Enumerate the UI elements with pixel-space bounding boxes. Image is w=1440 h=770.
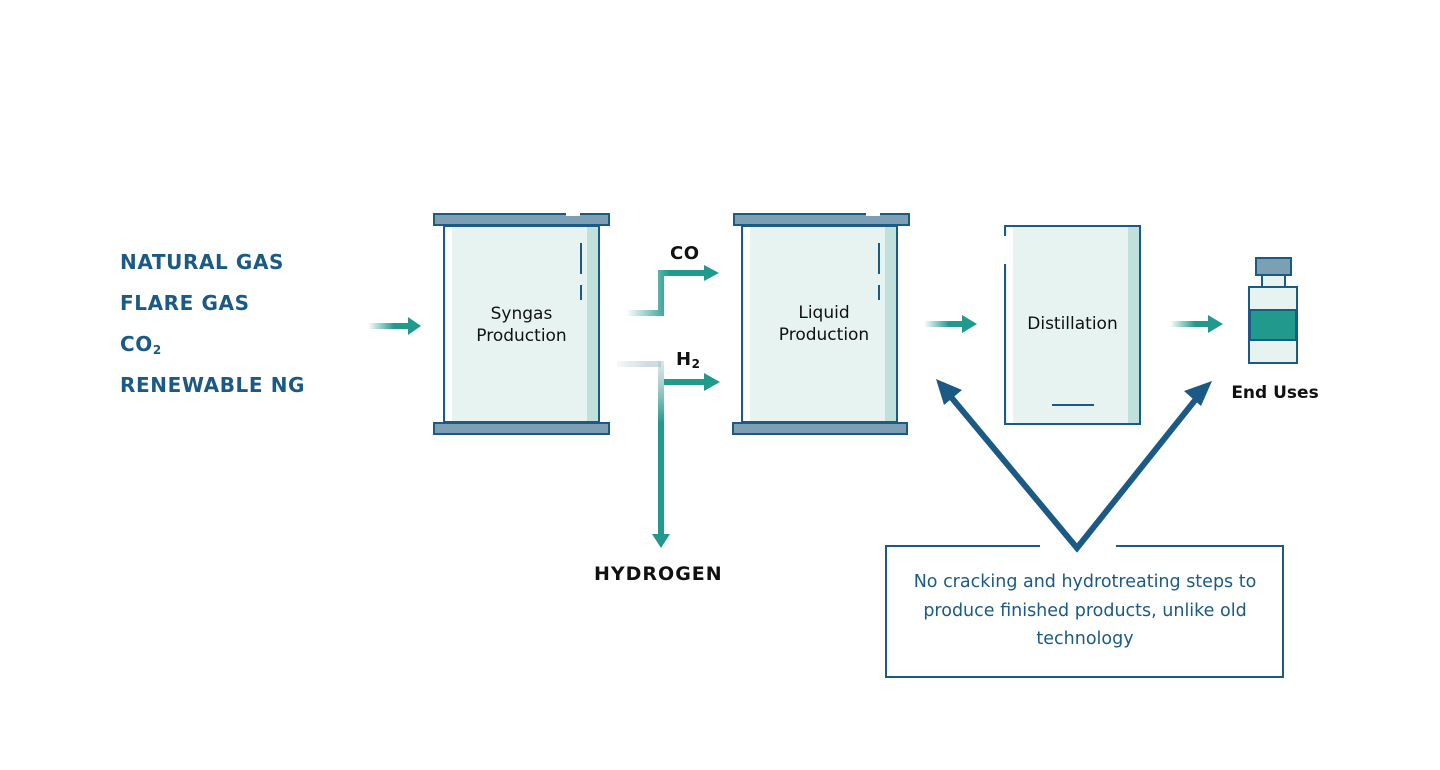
syngas-label-line2: Production <box>476 326 567 346</box>
h2-subscript: 2 <box>691 357 701 371</box>
h2-base: H <box>676 349 692 370</box>
distillation-label: Distillation <box>1027 314 1118 334</box>
syngas-production-label: Syngas Production <box>444 303 599 347</box>
hydrogen-label: HYDROGEN <box>594 563 723 585</box>
liquid-label-line2: Production <box>778 325 870 345</box>
feedstock-co2: CO2 <box>120 332 162 357</box>
feedstock-renewable-ng: RENEWABLE NG <box>120 373 306 397</box>
co-stream-arrow <box>626 265 719 316</box>
note-text: No cracking and hydrotreating steps to p… <box>913 572 1257 649</box>
feedstock-flare-gas: FLARE GAS <box>120 291 250 315</box>
bottle-icon <box>1248 257 1298 364</box>
liquid-label-line1: Liquid <box>798 303 850 323</box>
to-end-uses-arrow <box>1170 315 1223 333</box>
co2-subscript: 2 <box>152 343 162 357</box>
liquid-production-label: Liquid Production <box>744 302 904 346</box>
syngas-reactor-vessel <box>433 213 610 435</box>
h2-stream-arrow <box>617 361 720 548</box>
feedstock-natural-gas: NATURAL GAS <box>120 250 285 274</box>
callout-arrows <box>936 379 1212 553</box>
syngas-label-line1: Syngas <box>490 304 553 324</box>
distillation-unit <box>1003 225 1141 425</box>
note-box-frame <box>885 545 1284 678</box>
co2-base: CO <box>120 332 153 356</box>
feed-arrow <box>368 317 421 335</box>
to-distillation-arrow <box>924 315 977 333</box>
end-uses-label: End Uses <box>1231 383 1319 403</box>
co-label: CO <box>670 243 700 264</box>
h2-label: H2 <box>676 349 700 371</box>
liquid-reactor-vessel <box>732 213 910 435</box>
